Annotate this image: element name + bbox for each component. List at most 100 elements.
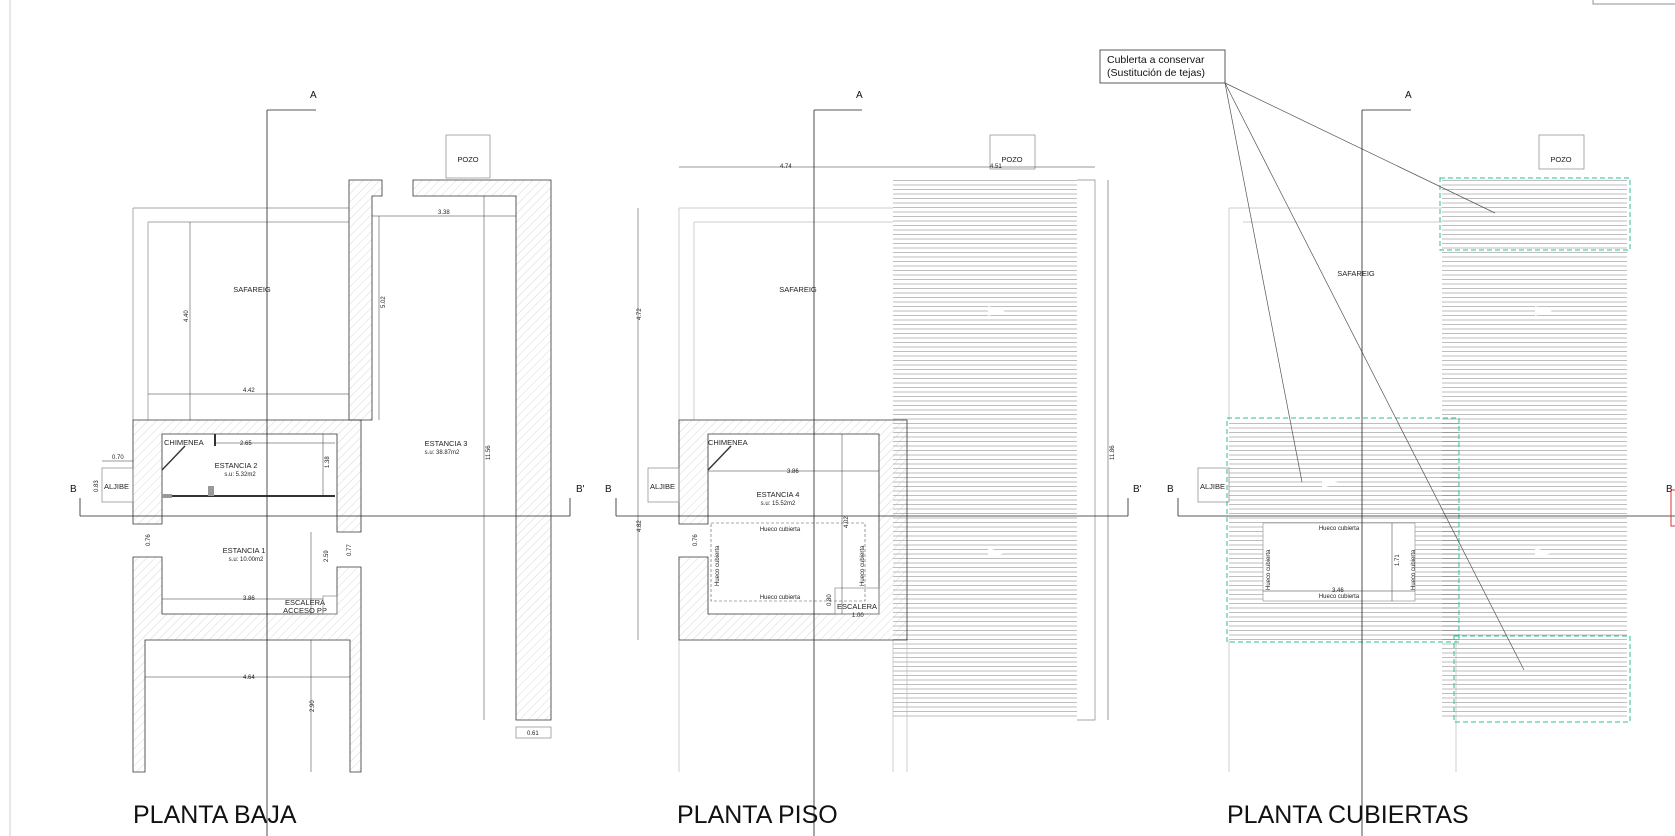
pozo-box-cub: [1538, 134, 1585, 170]
hueco-label-top-cub: Hueco cubierta: [1319, 526, 1360, 532]
preserve-zone-north: [1439, 177, 1631, 251]
dim-442: 4.42: [243, 388, 255, 394]
note-line2: (Sustitución de tejas): [1107, 67, 1205, 79]
hueco-label-top-piso: Hueco cubierta: [760, 527, 801, 533]
estancia2-label: ESTANCIA 2: [215, 461, 258, 470]
preserve-zone-south: [1453, 635, 1631, 723]
section-a-label-cub: A: [1405, 90, 1412, 101]
title-planta-piso: PLANTA PISO: [677, 801, 838, 829]
slope-arrow-cub-1: [1535, 306, 1552, 316]
stair-box-piso: [834, 587, 880, 615]
title-block-edge: [1592, 0, 1675, 5]
stair-box: [322, 595, 338, 615]
dim-472-piso: 4.72: [637, 308, 643, 320]
hueco-label-right-cub: Hueco cubierta: [1411, 549, 1417, 590]
dim-474-piso: 4.74: [780, 164, 792, 170]
chimenea-label: CHIMENEA: [164, 438, 204, 447]
plan-planta-piso: POZO SAFAREIG ALJIBE CHIMENEA ESTANCIA 4…: [605, 90, 1142, 836]
estancia1-label: ESTANCIA 1: [223, 546, 266, 555]
plan-planta-cubiertas: POZO SAFAREIG ALJIBE Hueco cubierta Huec…: [1099, 49, 1675, 836]
estancia4-area: s.u: 15.52m2: [761, 501, 796, 507]
pozo-box: [445, 134, 491, 179]
dim-1156: 11.56: [486, 445, 492, 460]
section-a-label-piso: A: [856, 90, 863, 101]
leader-2: [1224, 82, 1303, 483]
pozo-label: POZO: [457, 155, 478, 164]
section-bprime-label-piso: B': [1133, 484, 1142, 495]
wall-middle-block: [132, 419, 362, 533]
dim-346-cub: 3.46: [1332, 588, 1344, 594]
hueco-label-bottom-piso: Hueco cubierta: [760, 595, 801, 601]
dim-265: 2.65: [240, 441, 252, 447]
dim-402-piso: 4.02: [844, 516, 850, 528]
aljibe-label-cub: ALJIBE: [1200, 482, 1225, 491]
dim-451-piso: 4.51: [990, 164, 1002, 170]
plan-planta-baja: POZO SAFAREIG ALJIBE CHIMENEA ESTANCIA 2…: [70, 90, 585, 836]
hueco-label-left-piso: Hueco cubierta: [715, 545, 721, 586]
hueco-label-right-piso: Hueco cubierta: [860, 545, 866, 586]
aljibe-box-cub: [1197, 467, 1230, 503]
dim-076: 0.76: [146, 534, 152, 546]
leader-1: [1224, 82, 1496, 214]
slope-arrow-cub-2: [1535, 548, 1552, 558]
dim-061: 0.61: [527, 731, 539, 737]
safareig-label-cub: SAFAREIG: [1337, 269, 1375, 278]
dim-290: 2.90: [310, 700, 316, 712]
chimenea-diagonal: [161, 445, 186, 471]
section-b-label-piso: B: [605, 484, 612, 495]
estancia3-label: ESTANCIA 3: [425, 439, 468, 448]
dim-080-piso: 0.80: [827, 594, 833, 606]
red-marker: [1670, 489, 1675, 527]
dim-259: 2.59: [324, 550, 330, 562]
aljibe-label: ALJIBE: [104, 482, 129, 491]
safareig-label: SAFAREIG: [233, 285, 271, 294]
preserve-zone-center: [1226, 417, 1460, 643]
dim-338: 3.38: [438, 210, 450, 216]
door-jamb: [208, 486, 214, 496]
dim-440: 4.40: [184, 310, 190, 322]
dim-138: 1.38: [325, 456, 331, 468]
wall-south-block: [132, 556, 362, 773]
estancia4-label: ESTANCIA 4: [757, 490, 800, 499]
hueco-label-left-cub: Hueco cubierta: [1266, 549, 1272, 590]
aljibe-box: [101, 467, 134, 503]
aljibe-box-piso: [647, 467, 680, 503]
dim-box-061: [515, 726, 552, 739]
roof-edge-piso: [1077, 179, 1096, 721]
title-planta-baja: PLANTA BAJA: [133, 801, 297, 829]
leader-3: [1224, 82, 1525, 671]
chimenea-diagonal-piso: [707, 445, 732, 471]
acceso-pp-label: ACCESO PP: [283, 606, 327, 615]
wall-east: [412, 179, 552, 721]
pozo-box-piso: [989, 134, 1036, 170]
escalera-label: ESCALERA: [285, 598, 325, 607]
chimenea-label-piso: CHIMENEA: [708, 438, 748, 447]
section-b-label-baja: B: [70, 484, 77, 495]
dim-482-piso: 4.82: [637, 520, 643, 532]
wall-estancia4: [678, 419, 908, 641]
dim-077: 0.77: [347, 544, 353, 556]
dim-100-piso: 1.00: [852, 613, 864, 619]
slope-arrow-1: [988, 306, 1005, 316]
title-planta-cubiertas: PLANTA CUBIERTAS: [1227, 801, 1469, 829]
dim-1186-piso: 11.86: [1110, 445, 1116, 460]
roof-tiles-piso: [893, 180, 1077, 720]
dim-083: 0.83: [94, 480, 100, 492]
note-box: [1099, 49, 1226, 84]
estancia1-area: s.u: 10.00m2: [229, 557, 264, 563]
section-bprime-label-baja: B': [576, 484, 585, 495]
hueco-label-bottom-cub: Hueco cubierta: [1319, 594, 1360, 600]
hueco-cubierta-cub: [1262, 522, 1416, 602]
dim-076-piso: 0.76: [693, 534, 699, 546]
hueco-cubierta-outline-piso: [710, 522, 866, 602]
slope-arrow-2: [988, 548, 1005, 558]
dim-386: 3.86: [243, 596, 255, 602]
window-sill: [162, 494, 172, 498]
pozo-label-cub: POZO: [1550, 155, 1571, 164]
section-b-label-cub: B: [1167, 484, 1174, 495]
estancia2-area: s.u: 5.32m2: [224, 472, 256, 478]
aljibe-label-piso: ALJIBE: [650, 482, 675, 491]
dim-502: 5.02: [381, 296, 387, 308]
safareig-label-piso: SAFAREIG: [779, 285, 817, 294]
